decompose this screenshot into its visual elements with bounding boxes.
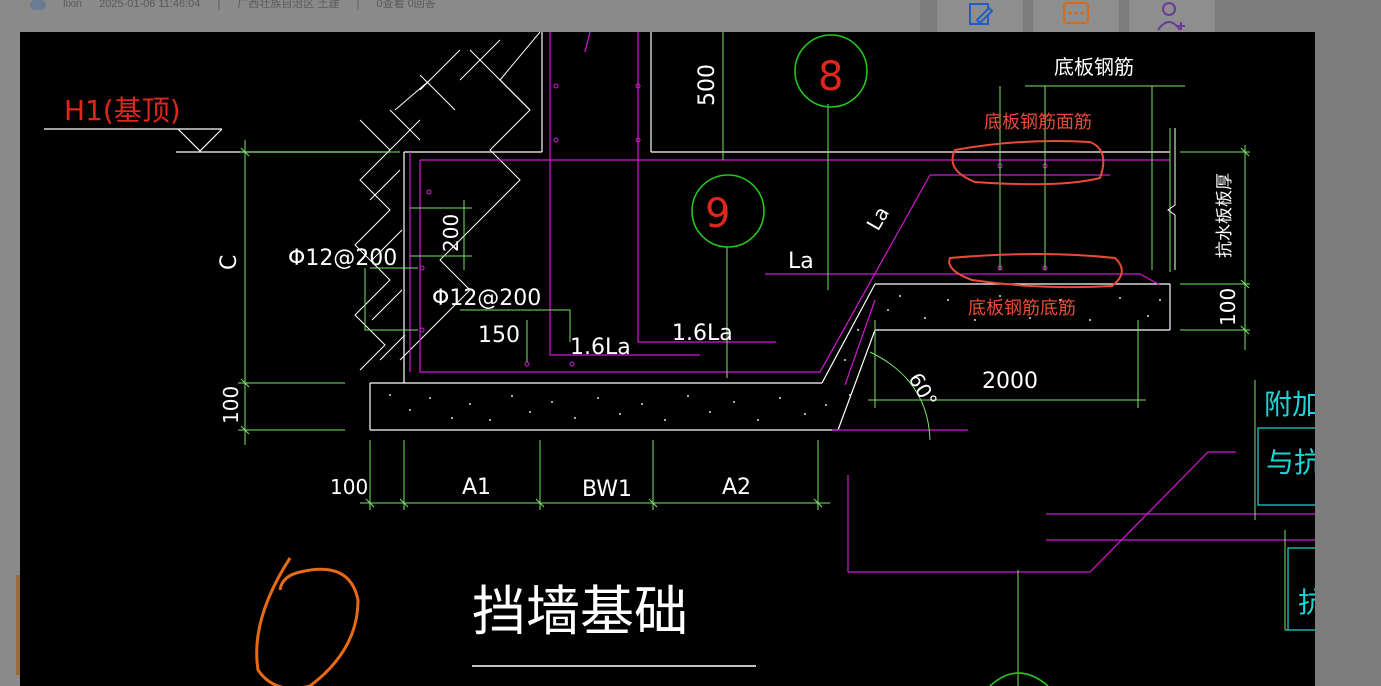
partial-label: 抗 (1298, 586, 1315, 619)
drawing-labels: Φ12@200 Φ12@200 C 200 150 1.6La 1.6La 50… (217, 55, 1315, 643)
dim-100-bottom: 100 (330, 475, 368, 499)
with-water-label: 与抗水 (1266, 446, 1315, 479)
cyan-boxes (1257, 427, 1315, 631)
dim-1-6la-b: 1.6La (672, 321, 733, 346)
cad-drawing-viewer[interactable]: H1(基顶) (20, 32, 1315, 686)
post-stats: 0查看 0回答 (376, 0, 436, 10)
dim-a1-label: A1 (462, 475, 491, 500)
top-rebar-note: 底板钢筋面筋 (984, 112, 1092, 133)
edit-icon (969, 3, 994, 25)
additional-rebar-label: 附加钢 (1264, 388, 1315, 421)
dim-la-horizontal: La (788, 249, 814, 274)
slab-thickness-label: 抗水板板厚 (1215, 173, 1235, 258)
slab-thickness-bracket (1167, 128, 1176, 270)
floor-rebar-label: 底板钢筋 (1054, 55, 1134, 79)
page-edge-strip (16, 575, 22, 675)
dim-c-label: C (217, 255, 242, 270)
svg-text:8: 8 (818, 54, 843, 100)
divider: | (356, 0, 360, 10)
edit-button[interactable] (937, 0, 1023, 32)
dim-150-label: 150 (478, 323, 520, 348)
callout-circle-bottom (989, 672, 1049, 686)
author-name[interactable]: lixin (63, 0, 83, 10)
comment-icon (1063, 2, 1089, 24)
dim-a2-label: A2 (722, 475, 751, 500)
rebar-label-upper: Φ12@200 (288, 246, 397, 271)
dim-100-right: 100 (1216, 288, 1240, 326)
svg-text:9: 9 (705, 191, 730, 237)
cad-drawing: H1(基顶) (20, 32, 1315, 686)
rebar-label-lower: Φ12@200 (432, 286, 541, 311)
h1-label: H1(基顶) (64, 94, 181, 127)
hand-drawn-circle (255, 557, 360, 686)
dim-2000-label: 2000 (982, 369, 1038, 394)
dim-100-left: 100 (219, 386, 243, 424)
drawing-title: 挡墙基础 (472, 580, 688, 643)
concrete-speckle (389, 295, 1161, 421)
dim-500-label: 500 (695, 64, 720, 106)
dim-bw1-label: BW1 (582, 477, 632, 502)
post-meta-bar: lixin 2025-01-06 11:46:04 | 广西壮族自治区 土建 |… (30, 0, 910, 14)
user-add-icon (1157, 2, 1185, 31)
soil-hatch (354, 32, 541, 371)
post-datetime: 2025-01-06 11:46:04 (99, 0, 201, 10)
callout-circle-8: 8 (794, 34, 868, 108)
callout-circle-9: 9 (691, 174, 765, 248)
annotation-ellipses (948, 140, 1123, 289)
post-region: 广西壮族自治区 土建 (237, 0, 340, 10)
dim-200-label: 200 (439, 214, 463, 252)
dim-1-6la-a: 1.6La (570, 335, 631, 360)
comment-button[interactable] (1033, 0, 1119, 32)
divider: | (217, 0, 221, 10)
avatar[interactable] (30, 0, 46, 10)
follow-button[interactable] (1129, 0, 1215, 32)
bottom-rebar-note: 底板钢筋底筋 (968, 298, 1076, 319)
